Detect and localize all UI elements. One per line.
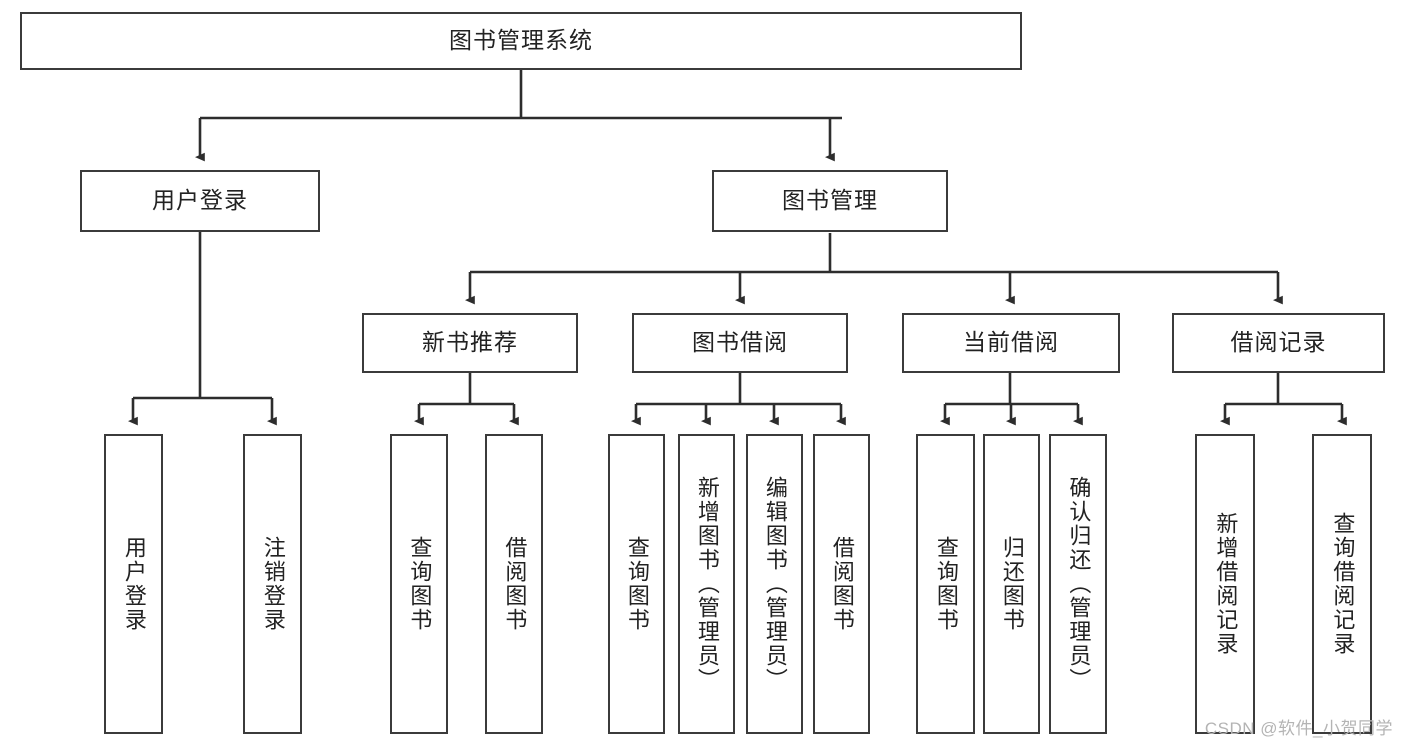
leaf-record-add-record[interactable]: 新增借阅记录 (1195, 434, 1255, 734)
leaf-borrow-borrow-book-label: 借阅图书 (829, 536, 855, 632)
leaf-user-login[interactable]: 用户登录 (104, 434, 163, 734)
leaf-current-return-book[interactable]: 归还图书 (983, 434, 1040, 734)
leaf-record-query-record[interactable]: 查询借阅记录 (1312, 434, 1372, 734)
node-user-login[interactable]: 用户登录 (80, 170, 320, 232)
leaf-logout[interactable]: 注销登录 (243, 434, 302, 734)
node-root-label: 图书管理系统 (449, 27, 593, 54)
leaf-borrow-edit-book-admin-label: 编辑图书（管理员） (762, 476, 788, 692)
node-user-login-label: 用户登录 (152, 187, 248, 214)
leaf-current-query-book[interactable]: 查询图书 (916, 434, 975, 734)
leaf-borrow-query-book[interactable]: 查询图书 (608, 434, 665, 734)
leaf-borrow-add-book-admin[interactable]: 新增图书（管理员） (678, 434, 735, 734)
leaf-user-login-label: 用户登录 (121, 536, 147, 632)
leaf-newbook-borrow-book[interactable]: 借阅图书 (485, 434, 543, 734)
node-new-book-recommend[interactable]: 新书推荐 (362, 313, 578, 373)
leaf-newbook-borrow-book-label: 借阅图书 (502, 536, 528, 632)
leaf-borrow-query-book-label: 查询图书 (624, 536, 650, 632)
csdn-watermark: CSDN @软件_小贺同学 (1204, 719, 1393, 738)
leaf-logout-label: 注销登录 (260, 536, 286, 632)
node-book-borrow-label: 图书借阅 (692, 329, 788, 356)
node-book-borrow[interactable]: 图书借阅 (632, 313, 848, 373)
leaf-current-confirm-return-admin-label: 确认归还（管理员） (1066, 476, 1092, 692)
node-book-manage-label: 图书管理 (782, 187, 878, 214)
leaf-current-confirm-return-admin[interactable]: 确认归还（管理员） (1049, 434, 1107, 734)
leaf-record-add-record-label: 新增借阅记录 (1213, 512, 1239, 656)
node-new-book-recommend-label: 新书推荐 (422, 329, 518, 356)
node-borrow-record-label: 借阅记录 (1230, 329, 1327, 356)
leaf-borrow-add-book-admin-label: 新增图书（管理员） (694, 476, 720, 692)
node-current-borrow[interactable]: 当前借阅 (902, 313, 1120, 373)
leaf-borrow-borrow-book[interactable]: 借阅图书 (813, 434, 870, 734)
node-current-borrow-label: 当前借阅 (963, 329, 1059, 356)
node-borrow-record[interactable]: 借阅记录 (1172, 313, 1385, 373)
node-book-manage[interactable]: 图书管理 (712, 170, 948, 232)
leaf-current-query-book-label: 查询图书 (933, 536, 959, 632)
node-root[interactable]: 图书管理系统 (20, 12, 1022, 70)
leaf-current-return-book-label: 归还图书 (999, 536, 1025, 632)
leaf-record-query-record-label: 查询借阅记录 (1330, 512, 1356, 656)
leaf-newbook-query-book-label: 查询图书 (407, 536, 433, 632)
leaf-borrow-edit-book-admin[interactable]: 编辑图书（管理员） (746, 434, 803, 734)
leaf-newbook-query-book[interactable]: 查询图书 (390, 434, 448, 734)
